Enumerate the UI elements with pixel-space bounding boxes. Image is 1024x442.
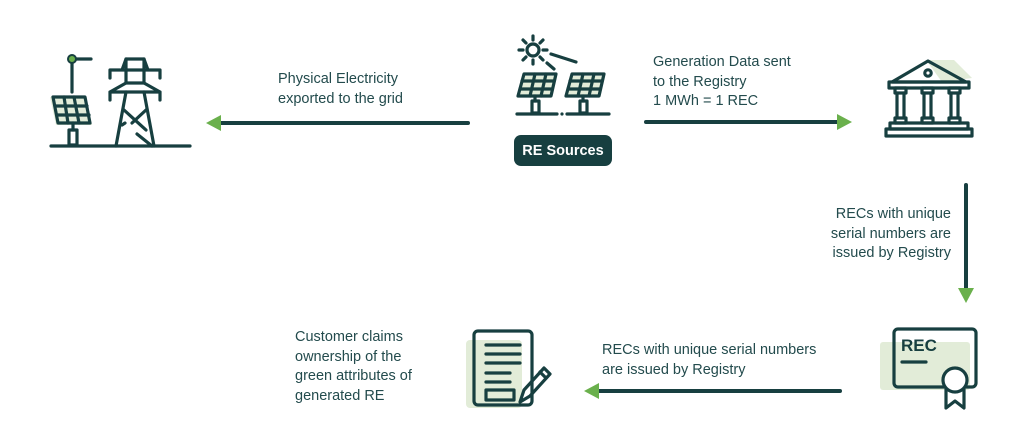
label-line: Generation Data sent <box>653 54 791 70</box>
arrow-certificate-to-customer <box>584 383 842 399</box>
label-line: RECs with unique <box>835 206 951 222</box>
label-line: to the Registry <box>653 73 747 90</box>
label-line: serial numbers are <box>830 225 951 242</box>
label-line: green attributes of <box>295 368 412 384</box>
label-line: are issued by Registry <box>602 361 746 378</box>
rec-certificate-icon: REC <box>880 327 978 410</box>
arrow-registry-to-certificate <box>958 183 974 303</box>
label-line: Customer claims <box>295 329 403 345</box>
arrowhead-left <box>584 383 599 399</box>
rec-certificate-text: REC <box>901 336 937 355</box>
bank-building-icon <box>884 59 974 138</box>
transmission-tower-with-solar-panel-icon <box>49 54 192 148</box>
edge-label-recs-issued-horizontal: RECs with unique serial numbers are issu… <box>602 341 816 380</box>
label-line: RECs with unique serial numbers <box>602 342 817 358</box>
arrowhead-down <box>958 288 974 303</box>
arrowhead-left <box>206 115 221 131</box>
document-with-pen-icon <box>466 329 552 408</box>
label-line: generated RE <box>295 387 385 404</box>
arrowhead-right <box>837 114 852 130</box>
label-line: exported to the grid <box>278 90 403 107</box>
label-line: ownership of the <box>295 348 402 365</box>
arrow-re-to-grid <box>206 115 470 131</box>
arrow-re-to-registry <box>644 114 852 130</box>
solar-panels-with-sun-icon <box>515 34 611 116</box>
customer-claims-note: Customer claims ownership of the green a… <box>295 328 412 406</box>
label-line: Physical Electricity <box>278 71 399 87</box>
edge-label-generation-data: Generation Data sent to the Registry 1 M… <box>653 53 791 112</box>
label-line: issued by Registry <box>832 245 951 261</box>
re-sources-badge: RE Sources <box>514 135 612 166</box>
label-line: 1 MWh = 1 REC <box>653 93 759 109</box>
edge-label-physical-electricity: Physical Electricity exported to the gri… <box>278 70 403 109</box>
re-sources-label: RE Sources <box>522 142 604 159</box>
edge-label-recs-issued-vertical: RECs with unique serial numbers are issu… <box>831 205 951 264</box>
